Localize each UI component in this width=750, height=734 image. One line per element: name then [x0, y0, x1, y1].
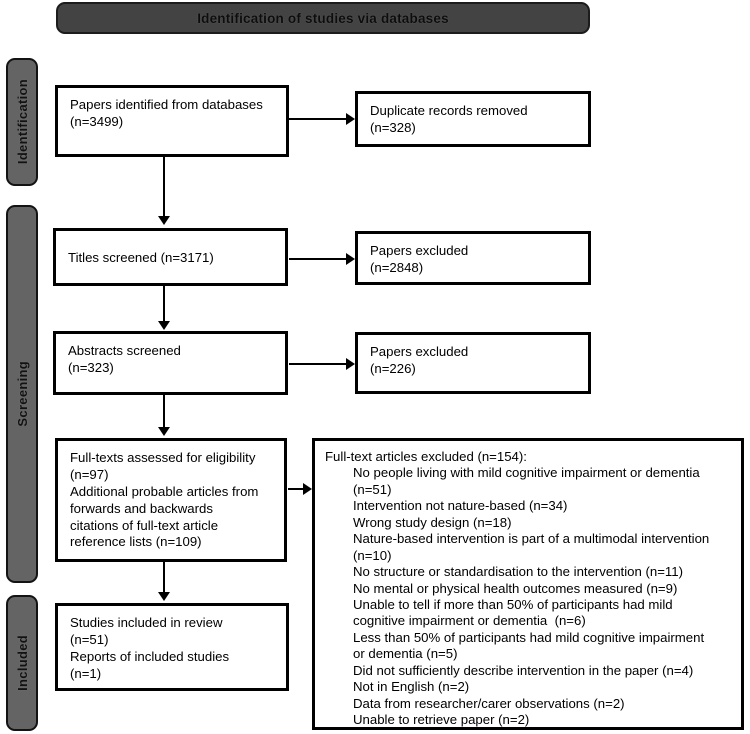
- excluded-reason-item: Unable to retrieve paper (n=2): [353, 712, 530, 727]
- box-titles-excluded-line1: Papers excluded: [370, 243, 469, 258]
- excluded-reason-item: or dementia (n=5): [353, 646, 458, 662]
- box-duplicate-records-line2: (n=328): [370, 119, 416, 135]
- box-abstracts-excluded: Papers excluded (n=226): [355, 332, 591, 394]
- stage-bar-included: Included: [6, 595, 38, 731]
- excluded-reason-item: Did not sufficiently describe interventi…: [353, 662, 694, 678]
- connector-abstracts-to-fulltext: [163, 395, 165, 427]
- box-titles-screened: Titles screened (n=3171): [53, 228, 288, 286]
- box-duplicate-records-removed: Duplicate records removed (n=328): [355, 91, 591, 147]
- excluded-reason-item: Less than 50% of participants had mild c…: [353, 629, 705, 645]
- box-fulltexts-assessed-line5: citations of full-text article: [70, 517, 219, 533]
- arrowhead-to-titles-excluded: [346, 253, 355, 265]
- box-titles-excluded: Papers excluded (n=2848): [355, 231, 591, 285]
- excluded-reason-item: No structure or standardisation to the i…: [353, 564, 683, 580]
- box-abstracts-excluded-line1: Papers excluded: [370, 344, 469, 359]
- excluded-reason-item: Data from researcher/carer observations …: [353, 695, 625, 711]
- box-titles-screened-line1: Titles screened (n=3171): [68, 250, 214, 266]
- excluded-reason-item: (n=51): [353, 481, 392, 497]
- box-titles-excluded-line2: (n=2848): [370, 259, 424, 275]
- excluded-reason-item: Wrong study design (n=18): [353, 514, 512, 530]
- excluded-reason-item: Nature-based intervention is part of a m…: [353, 531, 710, 547]
- box-fulltexts-assessed-line1: Full-texts assessed for eligibility: [70, 450, 256, 465]
- box-papers-identified: Papers identified from databases (n=3499…: [55, 85, 289, 157]
- excluded-reason-item: No mental or physical health outcomes me…: [353, 580, 678, 596]
- arrowhead-to-abstracts: [158, 321, 170, 330]
- connector-titles-to-abstracts: [163, 286, 165, 321]
- diagram-title: Identification of studies via databases: [197, 10, 449, 26]
- arrowhead-to-fulltext: [158, 427, 170, 436]
- box-abstracts-screened-line2: (n=323): [68, 359, 114, 375]
- excluded-reason-item: Not in English (n=2): [353, 679, 470, 695]
- stage-bar-identification: Identification: [6, 58, 38, 186]
- arrowhead-to-titles: [158, 216, 170, 225]
- connector-fulltext-to-included: [163, 562, 165, 592]
- arrowhead-to-included: [158, 592, 170, 601]
- excluded-reason-item: No people living with mild cognitive imp…: [353, 465, 700, 481]
- arrowhead-to-duplicates: [346, 113, 355, 125]
- excluded-reason-item: Unable to tell if more than 50% of parti…: [353, 596, 673, 612]
- box-fulltexts-assessed: Full-texts assessed for eligibility (n=9…: [55, 438, 287, 562]
- stage-bar-screening: Screening: [6, 205, 38, 583]
- connector-identified-to-duplicates: [289, 118, 346, 120]
- excluded-reason-item: cognitive impairment or dementia (n=6): [353, 613, 586, 629]
- box-abstracts-excluded-line2: (n=226): [370, 360, 416, 376]
- connector-titles-to-excluded: [289, 258, 346, 260]
- box-papers-identified-line2: (n=3499): [70, 113, 124, 129]
- arrowhead-to-excluded-reasons: [303, 483, 312, 495]
- box-papers-identified-line1: Papers identified from databases: [70, 97, 263, 112]
- connector-fulltext-to-excluded-reasons: [288, 488, 304, 490]
- box-abstracts-screened-line1: Abstracts screened: [68, 343, 181, 358]
- box-duplicate-records-line1: Duplicate records removed: [370, 103, 528, 118]
- box-fulltexts-assessed-line6: reference lists (n=109): [70, 534, 202, 550]
- box-studies-included-line1: Studies included in review: [70, 615, 223, 630]
- connector-abstracts-to-excluded: [289, 363, 346, 365]
- box-abstracts-screened: Abstracts screened (n=323): [53, 331, 288, 395]
- box-studies-included: Studies included in review (n=51) Report…: [55, 603, 289, 691]
- excluded-reason-item: Intervention not nature-based (n=34): [353, 498, 568, 514]
- connector-identified-to-titles: [163, 157, 165, 216]
- stage-label-included: Included: [14, 635, 30, 691]
- box-studies-included-line3: Reports of included studies: [70, 648, 230, 664]
- arrowhead-to-abstracts-excluded: [346, 358, 355, 370]
- excluded-reason-item: (n=10): [353, 547, 392, 563]
- box-fulltext-articles-excluded: Full-text articles excluded (n=154): No …: [312, 438, 744, 730]
- stage-label-identification: Identification: [14, 79, 30, 165]
- stage-label-screening: Screening: [14, 361, 30, 427]
- box-fulltexts-assessed-line3: Additional probable articles from: [70, 483, 259, 499]
- excluded-reasons-title: Full-text articles excluded (n=154):: [325, 449, 527, 464]
- diagram-header-banner: Identification of studies via databases: [56, 2, 590, 34]
- box-fulltexts-assessed-line2: (n=97): [70, 466, 109, 482]
- box-fulltexts-assessed-line4: forwards and backwards: [70, 500, 213, 516]
- box-studies-included-line2: (n=51): [70, 631, 109, 647]
- box-studies-included-line4: (n=1): [70, 665, 102, 681]
